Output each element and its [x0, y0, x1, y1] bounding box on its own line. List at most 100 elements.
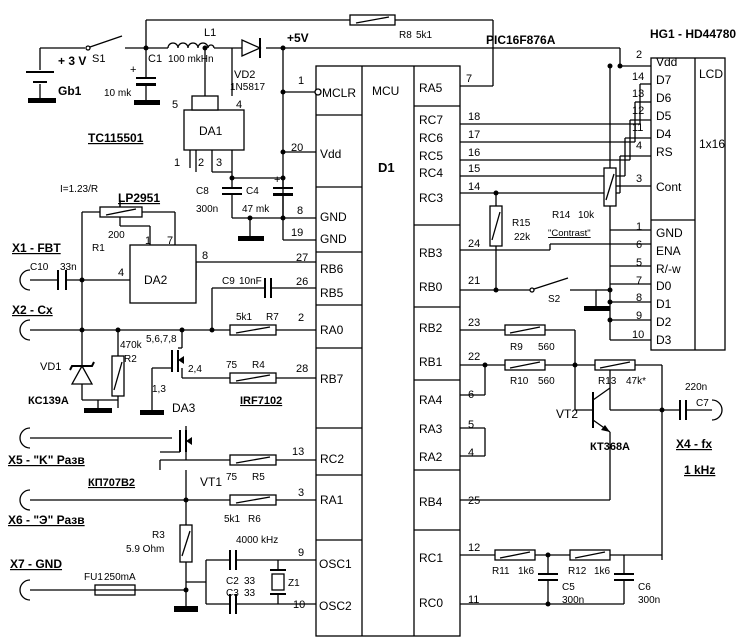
capacitor-value: 10nF	[239, 276, 262, 287]
resistor-r3: R3 5.9 Ohm	[126, 524, 198, 612]
ic-pin: 3	[216, 157, 222, 169]
capacitor-value: 220n	[685, 382, 707, 393]
lcd-pin-num: 3	[636, 173, 642, 185]
capacitor-ref: C4	[246, 186, 259, 197]
capacitor-c5: C5 300n	[538, 573, 584, 606]
resistor-value: 5k1	[236, 312, 253, 323]
vcc-label: +5V	[287, 31, 309, 45]
lcd-pin-name: D0	[656, 279, 672, 293]
junction	[280, 149, 286, 155]
mcu-pin-name: RB7	[320, 372, 344, 386]
mcu-pin-name: GND	[320, 210, 347, 224]
capacitor-value: 33	[244, 588, 256, 599]
diode-body	[70, 364, 94, 385]
resistor-ref: R9	[510, 342, 523, 353]
capacitor-value: 300n	[196, 204, 218, 215]
mcu-pin-name: RC7	[419, 113, 443, 127]
connector-label: X7 - GND	[10, 557, 62, 571]
mcu-pin-num: 15	[468, 163, 480, 175]
connector-label: X5 - "K" Разв	[8, 453, 85, 467]
resistor-r5: 75 R5	[226, 454, 277, 483]
mcu-pin-num: 10	[293, 599, 305, 611]
connector-label: X6 - "Э" Разв	[8, 513, 85, 527]
diode-value: 1N5817	[230, 82, 265, 93]
capacitor-ref: C7	[696, 398, 709, 409]
junction	[280, 89, 286, 95]
fuse-fu1: FU1 250mA	[84, 572, 136, 596]
mcu-pin-num: 4	[468, 447, 474, 459]
resistor-r15: R15 22k	[489, 205, 531, 247]
mcu-pin-num: 21	[468, 275, 480, 287]
mcu-body	[315, 65, 461, 637]
wires	[30, 19, 712, 608]
mcu-pin-num: 5	[468, 419, 474, 431]
junction	[280, 215, 286, 221]
junction	[607, 287, 613, 293]
mcu-pin-name: RB4	[419, 495, 443, 509]
mcu-pin-name: RA3	[419, 422, 443, 436]
ground-symbol	[84, 408, 112, 413]
crystal-ref: Z1	[288, 578, 300, 589]
capacitor-c8: C8 300n	[196, 186, 242, 215]
capacitor-ref: C1	[148, 53, 162, 65]
lcd-pin-name: D5	[656, 109, 672, 123]
connector-socket	[19, 579, 31, 601]
junction	[209, 327, 215, 333]
junction	[659, 407, 665, 413]
lcd-pin-name: Vdd	[656, 55, 677, 69]
mcu-pin-name: OSC1	[319, 557, 352, 571]
mcu-d1: MCU D1 PIC16F876A	[314, 33, 556, 637]
resistor-r13: R13 47k*	[594, 359, 646, 387]
resistor-value: 1k6	[594, 566, 611, 577]
resistor-ref: R10	[510, 376, 529, 387]
ic-pin: 5	[172, 99, 178, 111]
mcu-pin-num: 25	[468, 495, 480, 507]
diode-vd1: VD1 КС139А	[28, 352, 95, 407]
lcd-body	[650, 57, 726, 351]
resistor-value: 5k1	[416, 30, 433, 41]
diode-ref: VD2	[234, 69, 255, 81]
mcu-pin-num: 14	[468, 181, 480, 193]
battery-voltage: + 3 V	[58, 54, 86, 68]
mcu-pin-num: 26	[296, 276, 308, 288]
resistor-ref: R8	[399, 30, 412, 41]
capacitor-ref: C10	[30, 262, 49, 273]
ground-symbol	[584, 306, 610, 311]
resistor-r8: R8 5k1	[349, 14, 433, 41]
lcd-pin-num: 14	[632, 71, 644, 83]
mcu-pin-name: RB5	[320, 286, 344, 300]
lcd-pin-num: 5	[636, 257, 642, 269]
mcu-pin-num: 19	[291, 227, 303, 239]
switch-lever	[89, 35, 123, 48]
ic-body	[129, 244, 197, 304]
transistor-da3: 5,6,7,8 2,4 1,3 DA3 IRF7102	[140, 334, 282, 415]
mcu-pin-num: 2	[298, 312, 304, 324]
diode-vd2: VD2 1N5817	[230, 38, 265, 93]
inductor-l1: L1 100 mkHn	[167, 27, 216, 65]
fuse-value: 250mA	[104, 572, 136, 583]
ground-symbol	[174, 606, 198, 612]
junction	[115, 327, 121, 333]
ic-pin: 8	[202, 250, 208, 262]
mosfet-pins: 2,4	[188, 364, 202, 375]
mcu-pin-name: RB3	[419, 246, 443, 260]
junction	[493, 190, 499, 196]
ic-da2: DA2 LP2951 I=1.23/R 1 7 8 4	[60, 184, 208, 304]
mcu-pin-name: RA2	[419, 450, 443, 464]
lcd-pin-num: 13	[632, 88, 644, 100]
mosfet-pins: 1,3	[152, 384, 166, 395]
mcu-pin-num: 23	[468, 317, 480, 329]
resistor-ref: R12	[568, 566, 587, 577]
mcu-pin-name: RC0	[419, 596, 443, 610]
mcu-pin-name: RA5	[419, 81, 443, 95]
battery-gb1: + 3 V Gb1	[26, 54, 86, 103]
resistor-ref: R4	[252, 360, 265, 371]
resistor-mark	[181, 530, 191, 557]
mclr-inversion-bubble	[314, 88, 322, 96]
resistor-ref: R6	[248, 514, 261, 525]
lcd-pin-name: D7	[656, 73, 672, 87]
mcu-pin-num: 7	[466, 73, 472, 85]
ic-pin: 4	[118, 267, 124, 279]
connector-socket	[19, 427, 31, 449]
